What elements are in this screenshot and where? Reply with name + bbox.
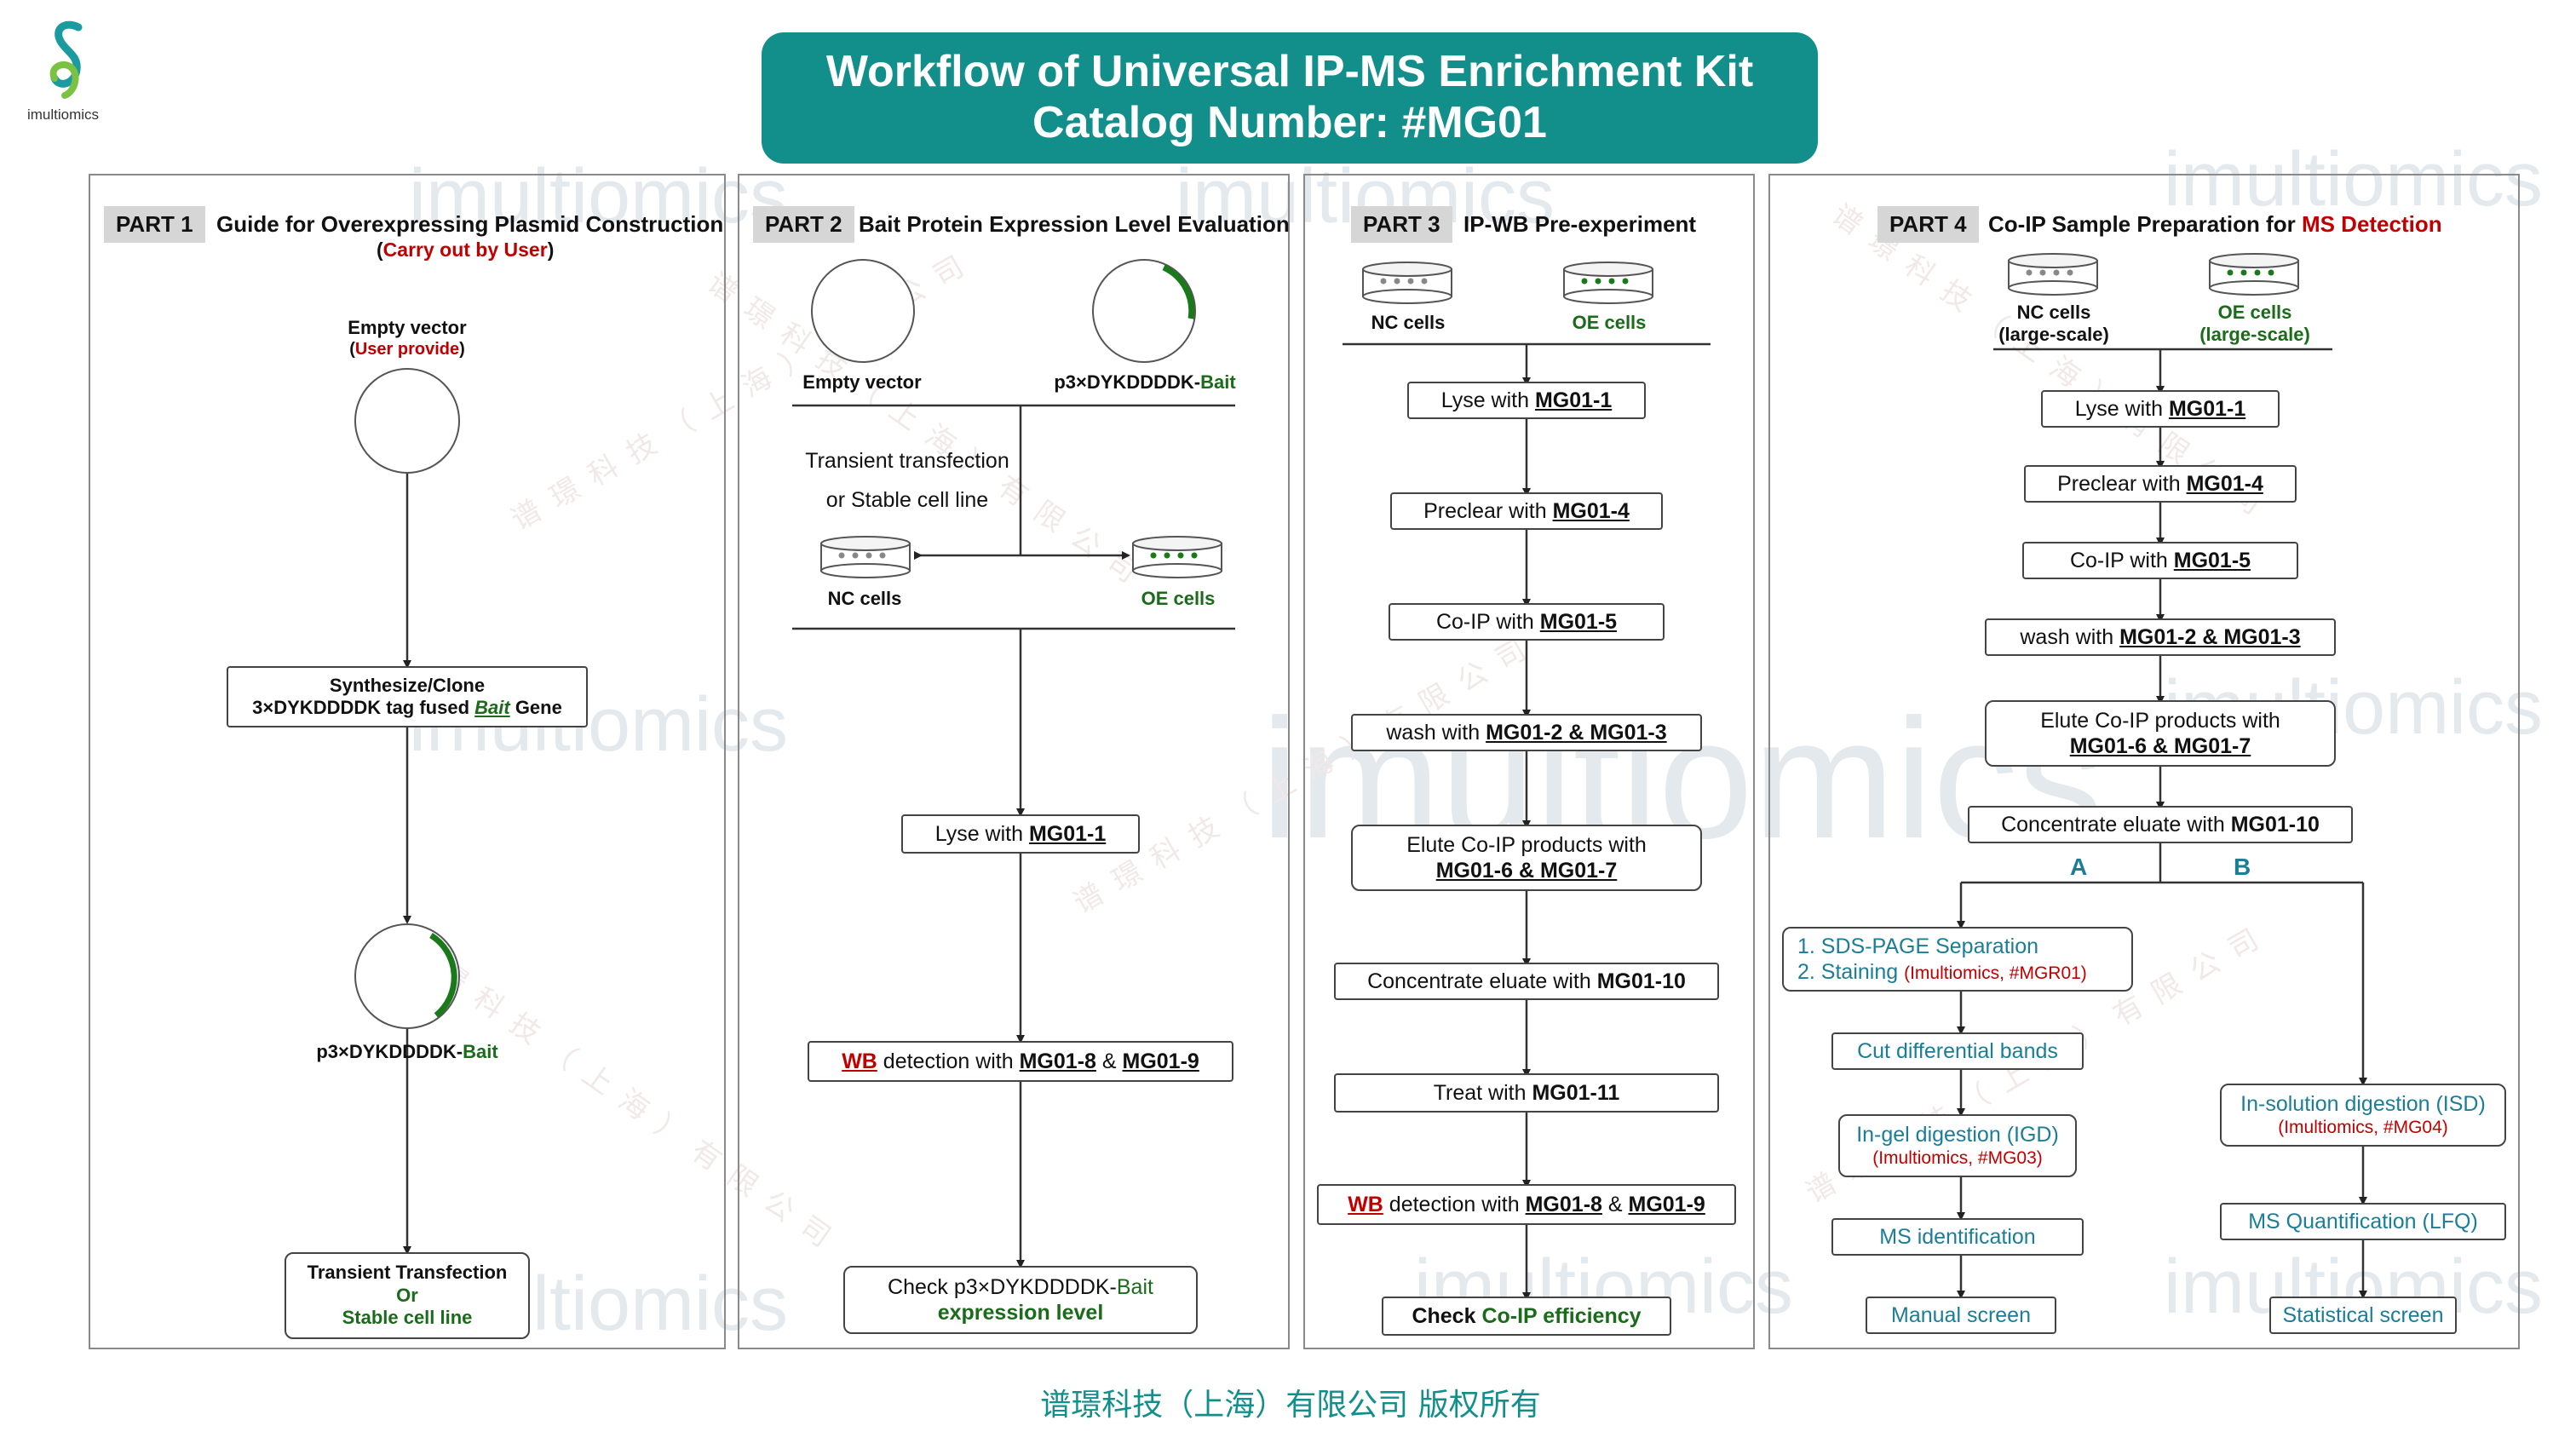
footer-copyright: 谱璟科技（上海）有限公司 版权所有: [1040, 1388, 1541, 1423]
bait-plasmid-circle-p2: [1092, 259, 1196, 363]
coip-box-p4: Co-IP with MG01-5: [2022, 542, 2298, 579]
dish-icon: [2008, 253, 2098, 296]
manual-screen-box: Manual screen: [1866, 1297, 2056, 1334]
header-banner: Workflow of Universal IP-MS Enrichment K…: [762, 32, 1818, 164]
header-catalog: Catalog Number: #MG01: [1032, 98, 1547, 147]
preclear-box-p3: Preclear with MG01-4: [1390, 492, 1663, 530]
part4-title: Co-IP Sample Preparation for MS Detectio…: [1988, 211, 2442, 237]
part2-panel: [738, 174, 1290, 1349]
empty-vector-circle-p2: [811, 259, 915, 363]
transfection-box: Transient Transfection Or Stable cell li…: [285, 1252, 530, 1339]
wb-detection-box-p3: WB detection with MG01-8 & MG01-9: [1317, 1184, 1736, 1225]
sds-page-box: 1. SDS-PAGE Separation 2. Staining (Imul…: [1782, 927, 2133, 992]
check-expression-box: Check p3×DYKDDDDK-Bait expression level: [843, 1266, 1198, 1334]
concentrate-box-p4: Concentrate eluate with MG01-10: [1968, 806, 2353, 843]
ms-quantification-box: MS Quantification (LFQ): [2220, 1203, 2506, 1240]
part3-title: IP-WB Pre-experiment: [1463, 211, 1697, 237]
part1-title: Guide for Overexpressing Plasmid Constru…: [216, 211, 724, 237]
preclear-box-p4: Preclear with MG01-4: [2024, 465, 2297, 503]
oe-dish-p3: [1562, 261, 1654, 304]
bait-plasmid-label-p2: p3×DYKDDDDK-Bait: [1054, 371, 1236, 393]
bait-insert-arc: [429, 933, 457, 1018]
empty-vector-label: Empty vector (User provide): [348, 317, 467, 359]
concentrate-box-p3: Concentrate eluate with MG01-10: [1334, 963, 1719, 1000]
logo-text: imultiomics: [26, 106, 100, 123]
in-gel-digestion-box: In-gel digestion (IGD) (Imultiomics, #MG…: [1838, 1114, 2077, 1177]
ms-identification-box: MS identification: [1831, 1218, 2084, 1256]
treat-box-p3: Treat with MG01-11: [1334, 1073, 1719, 1113]
nc-dish-p4: [2007, 252, 2099, 296]
transient-text: Transient transfection or Stable cell li…: [805, 449, 1009, 512]
cut-bands-box: Cut differential bands: [1831, 1032, 2084, 1070]
part3-panel: [1303, 174, 1755, 1349]
dish-icon: [1563, 262, 1653, 304]
branch-b-label: B: [2234, 854, 2251, 880]
dish-icon: [1362, 262, 1452, 304]
part3-tag: PART 3: [1351, 206, 1452, 243]
lyse-box-p3: Lyse with MG01-1: [1407, 382, 1646, 419]
part2-title: Bait Protein Expression Level Evaluation: [859, 211, 1290, 237]
nc-cells-label-p3: NC cells: [1371, 312, 1446, 333]
part2-tag: PART 2: [753, 206, 854, 243]
empty-vector-label-p2: Empty vector: [802, 371, 922, 393]
wash-box-p3: wash with MG01-2 & MG01-3: [1351, 714, 1702, 751]
oe-cells-label-p4: OE cells(large-scale): [2199, 302, 2310, 346]
elute-box-p3: Elute Co-IP products with MG01-6 & MG01-…: [1351, 825, 1702, 891]
part1-subtitle: (Carry out by User): [377, 239, 555, 261]
nc-dish-p3: [1361, 261, 1453, 304]
oe-dish-p2: [1131, 535, 1223, 578]
header-title: Workflow of Universal IP-MS Enrichment K…: [825, 47, 1754, 96]
logo-icon: [49, 20, 83, 99]
dish-icon: [1132, 536, 1222, 578]
part4-panel: [1768, 174, 2520, 1349]
logo: imultiomics: [20, 17, 114, 128]
wb-detection-box-p2: WB detection with MG01-8 & MG01-9: [808, 1041, 1233, 1082]
watermark-text: imultiomics: [2164, 137, 2544, 222]
bait-plasmid-circle: [354, 923, 460, 1029]
part1-panel: [89, 174, 726, 1349]
empty-vector-circle: [354, 368, 460, 474]
dish-icon: [820, 536, 911, 578]
oe-dish-p4: [2208, 252, 2300, 296]
lyse-box-p4: Lyse with MG01-1: [2041, 390, 2280, 428]
oe-cells-label-p2: OE cells: [1141, 588, 1216, 609]
in-solution-digestion-box: In-solution digestion (ISD) (Imultiomics…: [2220, 1084, 2506, 1147]
check-coip-box: Check Co-IP efficiency: [1382, 1297, 1671, 1336]
nc-cells-label-p2: NC cells: [827, 588, 902, 609]
bait-plasmid-label: p3×DYKDDDDK-Bait: [316, 1041, 498, 1062]
nc-dish-p2: [819, 535, 911, 578]
nc-cells-label-p4: NC cells(large-scale): [1998, 302, 2109, 346]
statistical-screen-box: Statistical screen: [2269, 1297, 2457, 1334]
part4-tag: PART 4: [1877, 206, 1979, 243]
coip-box-p3: Co-IP with MG01-5: [1389, 603, 1665, 641]
synthesize-clone-box: Synthesize/Clone 3×DYKDDDDK tag fused Ba…: [227, 666, 588, 727]
elute-box-p4: Elute Co-IP products with MG01-6 & MG01-…: [1985, 700, 2336, 767]
bait-insert-arc: [1162, 264, 1195, 319]
lyse-box-p2: Lyse with MG01-1: [901, 814, 1140, 854]
wash-box-p4: wash with MG01-2 & MG01-3: [1985, 618, 2336, 656]
part1-tag: PART 1: [104, 206, 205, 243]
dish-icon: [2209, 253, 2299, 296]
branch-a-label: A: [2070, 854, 2088, 880]
oe-cells-label-p3: OE cells: [1572, 312, 1647, 333]
